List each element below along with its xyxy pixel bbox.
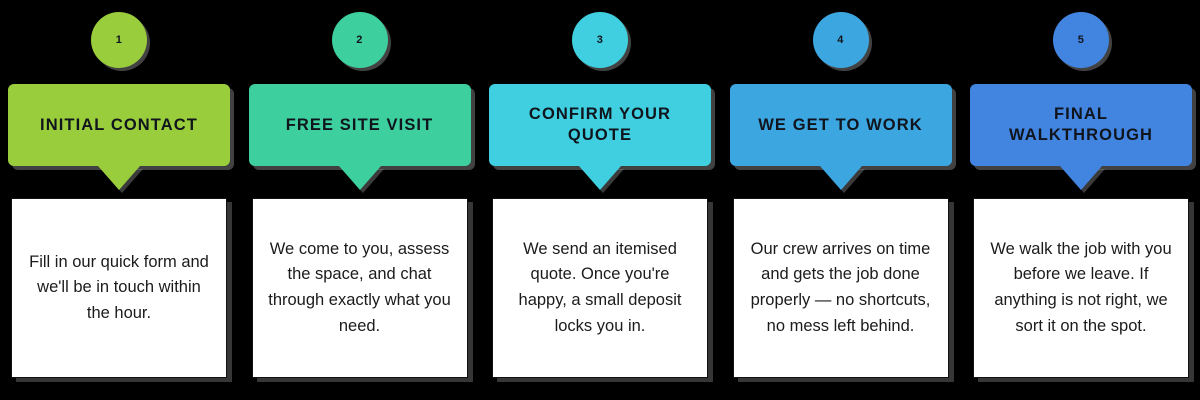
step-number-badge-3: 3 [572,12,628,68]
step-number-badge-4: 4 [812,12,869,68]
step-banner-4: WE GET TO WORK [729,84,952,166]
step-banner-wrap-2: FREE SITE VISIT [248,84,471,190]
step-description-card-4: Our crew arrives on time and gets the jo… [732,198,949,378]
step-banner-3: CONFIRM YOUR QUOTE [489,84,711,166]
step-number-3: 3 [596,34,604,46]
banner-pointer-icon-1 [98,166,140,190]
step-banner-2: FREE SITE VISIT [248,84,471,166]
step-title-3: CONFIRM YOUR QUOTE [528,105,672,144]
step-title-4: WE GET TO WORK [758,115,923,134]
step-3: 3 CONFIRM YOUR QUOTE We send an itemised… [489,0,711,400]
step-banner-wrap-3: CONFIRM YOUR QUOTE [489,84,711,190]
step-description-1: Fill in our quick form and we'll be in t… [29,252,209,322]
step-banner-5: FINAL WALKTHROUGH [970,84,1192,166]
step-banner-wrap-4: WE GET TO WORK [729,84,952,190]
step-description-card-3: We send an itemised quote. Once you're h… [492,198,708,378]
step-title-5: FINAL WALKTHROUGH [1008,105,1154,144]
step-number-badge-2: 2 [331,12,388,68]
step-4: 4 WE GET TO WORK Our crew arrives on tim… [729,0,952,400]
step-1: 1 INITIAL CONTACT Fill in our quick form… [8,0,230,400]
step-number-5: 5 [1077,34,1085,46]
step-number-4: 4 [837,34,844,46]
step-number-2: 2 [356,34,363,46]
step-title-1: INITIAL CONTACT [40,115,198,134]
step-number-badge-5: 5 [1053,12,1109,68]
step-title-2: FREE SITE VISIT [285,115,434,134]
step-banner-wrap-1: INITIAL CONTACT [8,84,230,190]
step-banner-wrap-5: FINAL WALKTHROUGH [970,84,1192,190]
step-description-2: We come to you, assess the space, and ch… [268,239,451,335]
step-2: 2 FREE SITE VISIT We come to you, assess… [248,0,471,400]
step-description-4: Our crew arrives on time and gets the jo… [750,239,931,335]
banner-pointer-icon-4 [819,166,862,190]
step-description-5: We walk the job with you before we leave… [990,239,1172,335]
step-5: 5 FINAL WALKTHROUGH We walk the job with… [970,0,1192,400]
banner-pointer-icon-2 [338,166,381,190]
step-description-card-2: We come to you, assess the space, and ch… [251,198,468,378]
step-description-card-5: We walk the job with you before we leave… [973,198,1189,378]
banner-pointer-icon-5 [1060,166,1102,190]
step-description-3: We send an itemised quote. Once you're h… [518,239,682,335]
banner-pointer-icon-3 [579,166,621,190]
step-number-1: 1 [115,34,123,46]
step-banner-1: INITIAL CONTACT [8,84,230,166]
step-number-badge-1: 1 [91,12,147,68]
step-description-card-1: Fill in our quick form and we'll be in t… [11,198,227,378]
